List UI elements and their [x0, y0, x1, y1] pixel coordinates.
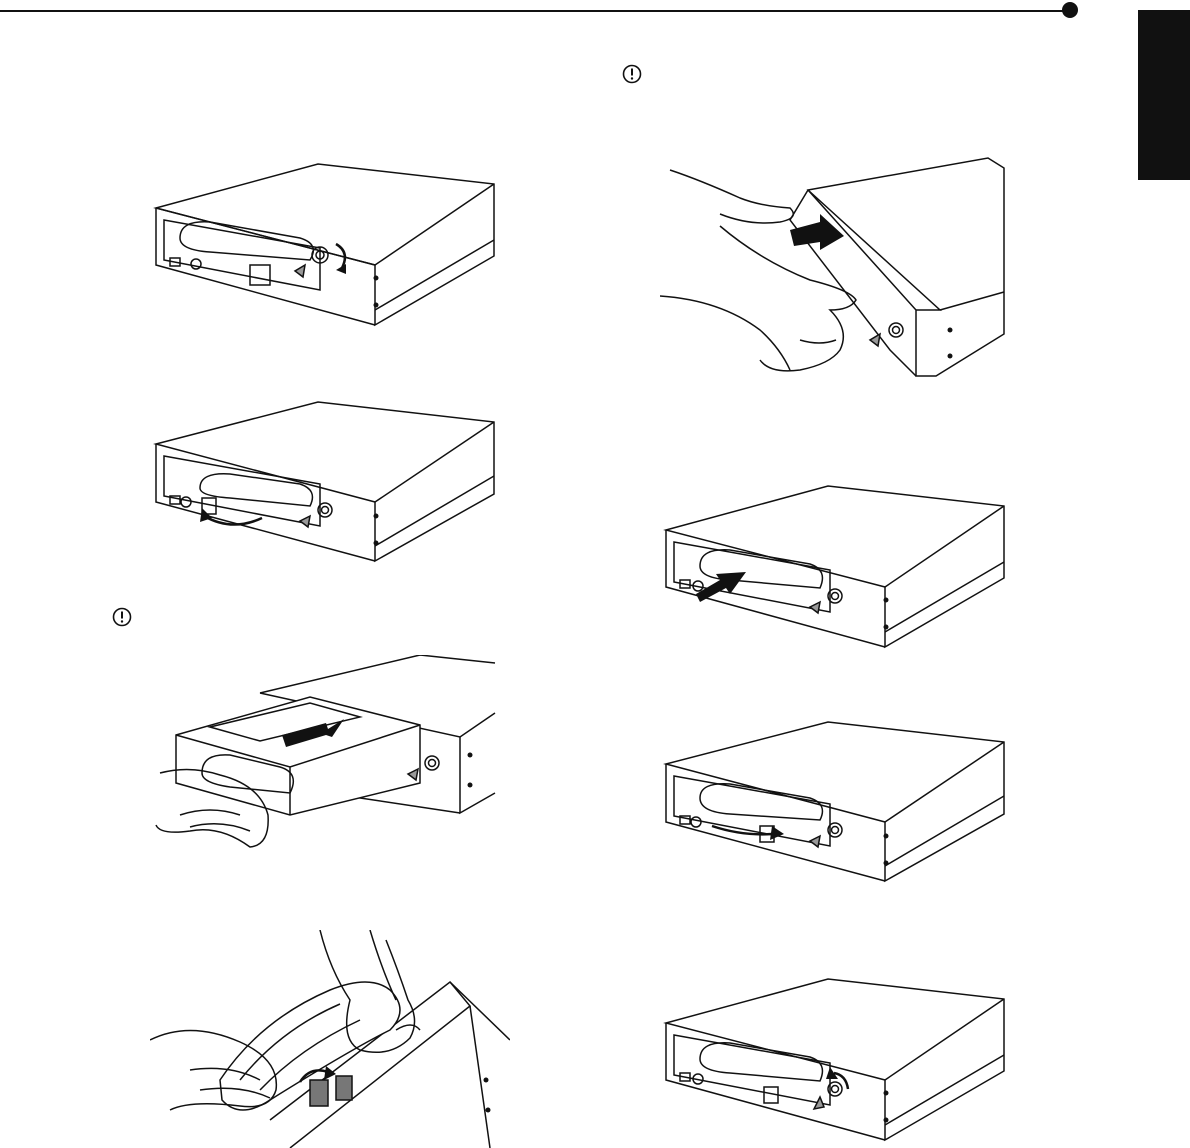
lock-key-figure [660, 975, 1010, 1148]
insert-tray-figure [660, 482, 1010, 654]
push-lever-figure [660, 718, 1010, 886]
header-bullet-dot [1062, 2, 1078, 18]
section-tab [1138, 10, 1190, 180]
pull-lever-figure [150, 398, 500, 566]
caution-icon [112, 607, 132, 627]
lift-unit-figure [660, 150, 1010, 390]
unlock-key-figure [150, 160, 500, 330]
header-rule [0, 10, 1066, 12]
remove-drive-figure [150, 930, 510, 1148]
caution-icon [622, 64, 642, 84]
pull-out-tray-figure [150, 655, 500, 855]
